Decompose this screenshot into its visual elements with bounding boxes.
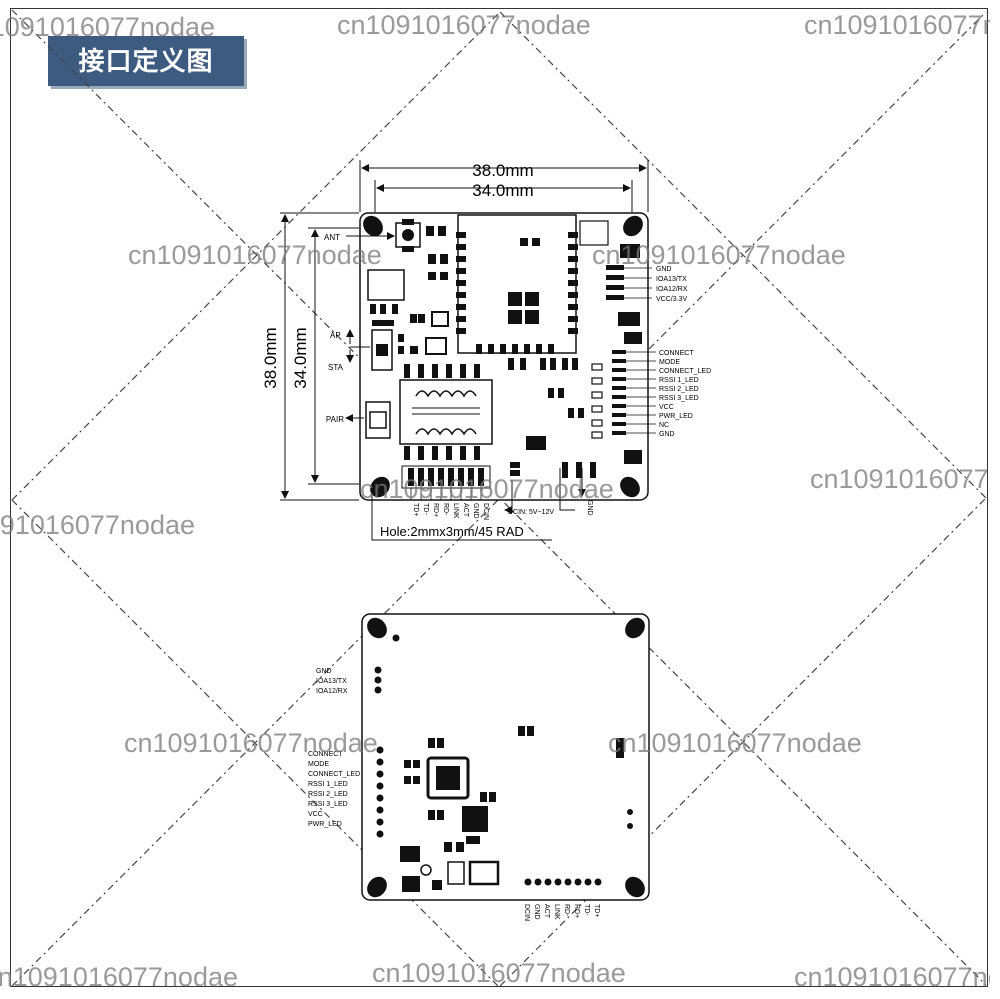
back-bottom-pin-0: DCIN — [523, 904, 530, 921]
bottom-pin-3: RD- — [442, 503, 449, 516]
inner-width-label: 34.0mm — [472, 181, 533, 200]
ant-label: ANT — [324, 233, 340, 242]
bottom-pin-2: RD+ — [432, 503, 439, 517]
sta-label: STA — [328, 363, 344, 372]
right-header-main — [612, 332, 642, 464]
pcb-top-outline — [359, 212, 649, 501]
pcb-back-outline — [361, 613, 650, 901]
right-pin-top-0: GND — [656, 266, 672, 273]
ap-sta-switch[interactable] — [371, 329, 393, 371]
right-pin-main-9: GND — [659, 431, 675, 438]
right-pin-top-3: VCC/3.3V — [656, 296, 687, 303]
hole-spec-label: Hole:2mmx3mm/45 RAD — [380, 524, 524, 539]
ethernet-transformer — [399, 364, 493, 460]
mounting-holes-top — [363, 215, 643, 498]
bottom-pin-1: TD- — [422, 503, 429, 515]
right-pin-main-0: CONNECT — [659, 350, 694, 357]
back-pin-main-7: PWR_LED — [308, 821, 342, 828]
right-pin-main-5: RSSI 3_LED — [659, 395, 699, 402]
back-pin-main-4: RSSI 2_LED — [308, 791, 348, 798]
back-pin-top-1: IOA13/TX — [316, 678, 347, 685]
back-components — [400, 726, 624, 892]
back-bottom-pin-1: GND — [533, 904, 540, 920]
back-pin-top-0: GND — [316, 668, 332, 675]
inner-height-label: 34.0mm — [291, 327, 310, 388]
gnd-label: GND — [586, 500, 593, 516]
outer-width-label: 38.0mm — [472, 161, 533, 180]
passive-components — [370, 226, 596, 478]
page-title: 接口定义图 — [48, 36, 244, 86]
back-pin-main-1: MODE — [308, 761, 329, 768]
regulator-outline — [367, 269, 405, 301]
right-pin-main-6: VCC — [659, 404, 674, 411]
right-pin-main-4: RSSI 2_LED — [659, 386, 699, 393]
right-pin-top-2: IOA12/RX — [656, 286, 688, 293]
back-pin-main-0: CONNECT — [308, 751, 343, 758]
right-pin-main-7: PWR_LED — [659, 413, 693, 420]
dcin-label: DCIN: 5V~12V — [508, 509, 554, 516]
right-pin-main-1: MODE — [659, 359, 680, 366]
bottom-header-pads — [408, 468, 484, 486]
top-right-component — [579, 220, 609, 246]
bottom-pin-5: ACT — [462, 503, 469, 518]
bottom-pin-0: TD+ — [412, 503, 419, 516]
back-pin-main-5: RSSI 3_LED — [308, 801, 348, 808]
back-bottom-pin-3: LINK — [553, 904, 560, 920]
pair-label: PAIR — [326, 415, 344, 424]
right-pin-main-8: NC — [659, 422, 669, 429]
diagonal-guides — [11, 9, 987, 987]
back-pin-top-2: IOA12/RX — [316, 688, 348, 695]
back-vias — [374, 634, 633, 886]
back-bottom-pin-6: TD- — [583, 904, 590, 916]
back-bottom-pin-2: ACT — [543, 904, 550, 919]
led-resistors — [591, 363, 603, 439]
pair-button[interactable] — [365, 401, 391, 439]
back-bottom-pin-4: RD- — [563, 904, 570, 917]
back-pin-main-6: VCC — [308, 811, 323, 818]
back-bottom-pin-5: RD+ — [573, 904, 580, 918]
ap-label: AP — [330, 331, 341, 340]
right-header-top — [606, 244, 640, 326]
back-mcu-chip — [426, 756, 470, 800]
mounting-holes-back — [367, 617, 645, 898]
wifi-module — [456, 214, 578, 354]
diagram-frame — [10, 8, 988, 987]
back-pin-main-3: RSSI 1_LED — [308, 781, 348, 788]
back-pin-main-2: CONNECT_LED — [308, 771, 360, 778]
back-bottom-pin-7: TD+ — [593, 904, 600, 917]
bottom-pin-7: DCIN — [482, 503, 489, 520]
antenna-connector — [395, 219, 421, 252]
right-pin-top-1: IOA13/TX — [656, 276, 687, 283]
right-pin-main-2: CONNECT_LED — [659, 368, 711, 375]
bottom-pin-6: GND — [472, 503, 479, 519]
bottom-pin-4: LINK — [452, 503, 459, 519]
right-pin-main-3: RSSI 1_LED — [659, 377, 699, 384]
outer-height-label: 38.0mm — [261, 327, 280, 388]
